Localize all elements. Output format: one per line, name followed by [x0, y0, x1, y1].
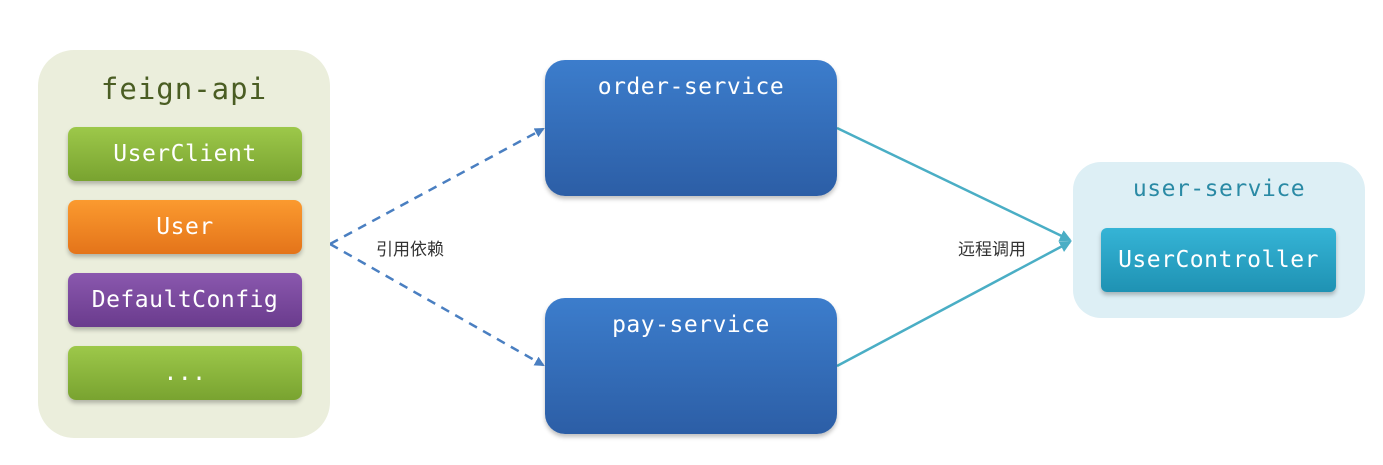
user-client-box: UserClient — [68, 127, 302, 181]
remote-call-arrow-order — [836, 126, 1072, 242]
user-service-title: user-service — [1132, 176, 1306, 202]
ellipsis-box: ... — [68, 346, 302, 400]
user-box: User — [68, 200, 302, 254]
dependency-arrow-order — [329, 127, 545, 246]
user-controller-box: UserController — [1101, 228, 1336, 292]
dependency-label: 引用依赖 — [376, 240, 444, 260]
feign-api-title: feign-api — [100, 72, 268, 106]
default-config-box: DefaultConfig — [68, 273, 302, 327]
dependency-arrow-pay — [329, 242, 545, 367]
remote-call-label: 远程调用 — [958, 240, 1026, 260]
order-service-node: order-service — [545, 60, 837, 196]
remote-call-arrow-pay — [836, 240, 1072, 368]
pay-service-label: pay-service — [612, 312, 770, 338]
order-service-label: order-service — [597, 74, 785, 100]
user-service-node: user-service UserController — [1073, 162, 1365, 318]
pay-service-node: pay-service — [545, 298, 837, 434]
feign-api-module: feign-api UserClient User DefaultConfig … — [38, 50, 330, 438]
